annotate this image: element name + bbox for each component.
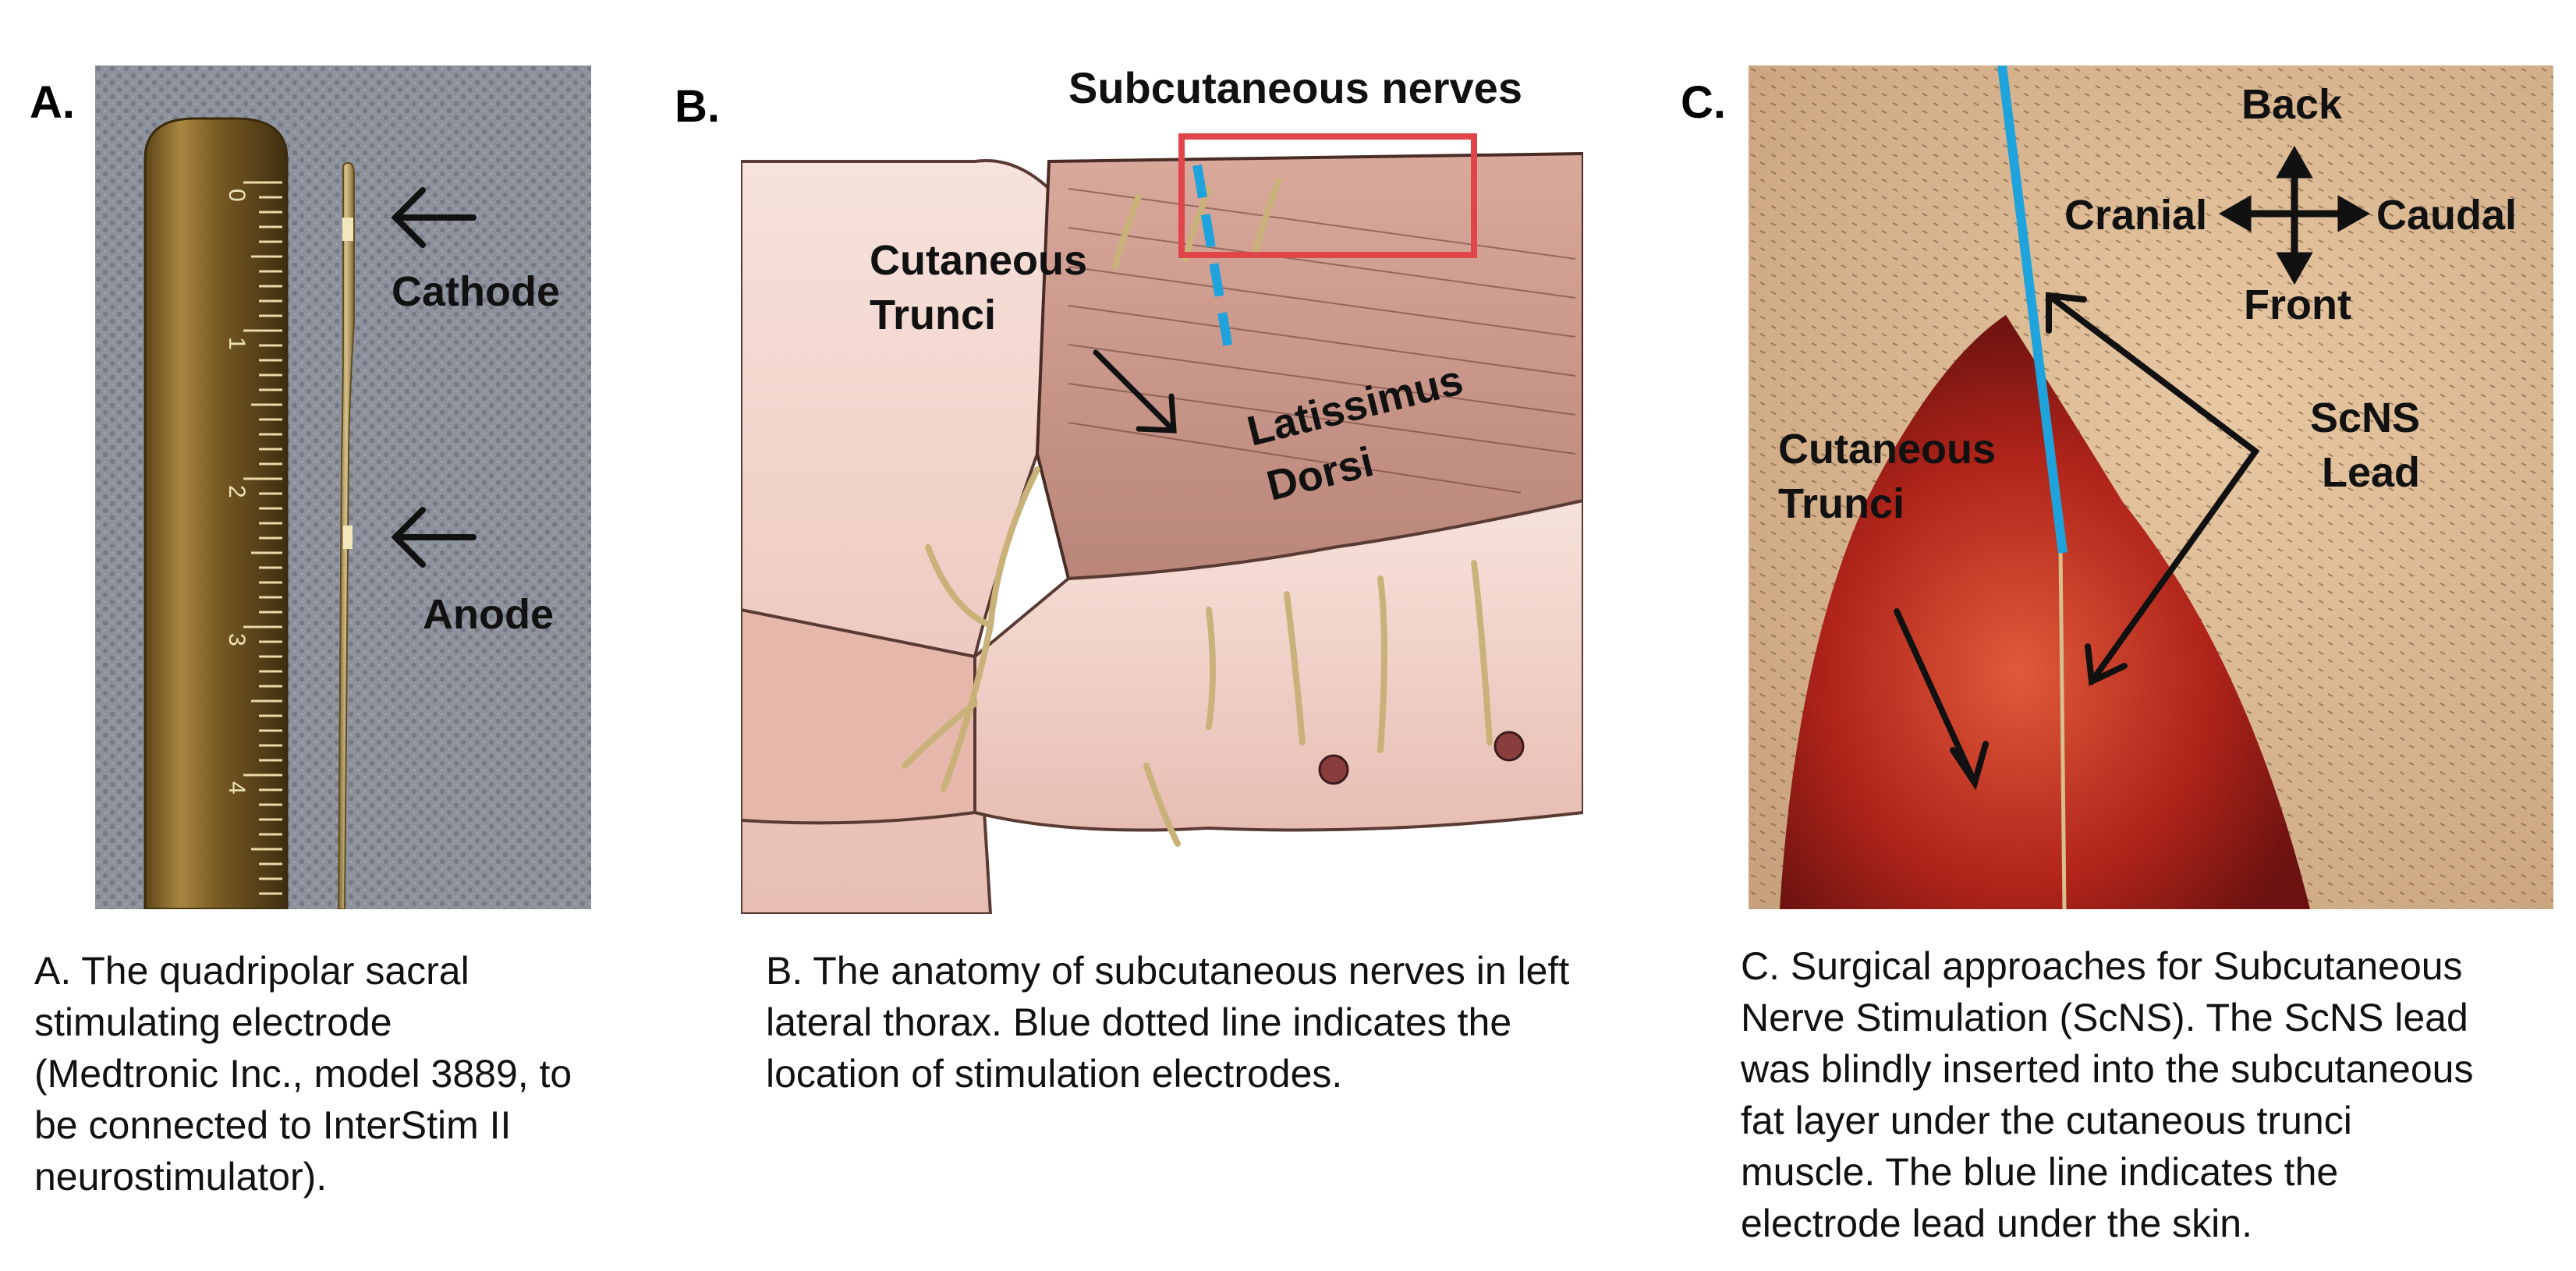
back-label: Back [2241, 81, 2343, 128]
caption-line: location of stimulation electrodes. [766, 1052, 1343, 1096]
cutaneous-trunci-label-2: Trunci [1778, 480, 1905, 527]
cutaneous-trunci-label-2: Trunci [870, 292, 996, 338]
caption-line: be connected to InterStim II [34, 1103, 512, 1147]
ruler-tick-4: 4 [224, 781, 250, 795]
subcutaneous-nerves-label: Subcutaneous nerves [1068, 64, 1522, 112]
electrode-lead-line [1997, 65, 2068, 554]
ruler [144, 117, 289, 909]
cutaneous-trunci-arrow [1894, 608, 1978, 786]
scns-lead-arrows [2046, 292, 2260, 685]
ruler-tick-2: 2 [224, 485, 250, 498]
caption-line: Nerve Stimulation (ScNS). The ScNS lead [1741, 996, 2468, 1039]
incision [1780, 315, 2310, 909]
cathode-label: Cathode [392, 268, 560, 315]
panel-c-caption: C. Surgical approaches for Subcutaneous … [1741, 940, 2567, 1249]
cutaneous-trunci-label-1: Cutaneous [870, 237, 1087, 284]
panel-b-letter: B. [675, 81, 720, 132]
panel-a-caption: A. The quadripolar sacral stimulating el… [34, 945, 658, 1202]
panel-a-letter: A. [30, 77, 75, 128]
caption-line: was blindly inserted into the subcutaneo… [1741, 1047, 2474, 1091]
lower-body [973, 498, 1583, 832]
scns-label-1: ScNS [2310, 395, 2420, 441]
panel-c-letter: C. [1681, 77, 1726, 128]
caudal-label: Caudal [2376, 192, 2517, 239]
caption-line: neurostimulator). [34, 1155, 328, 1198]
caption-line: stimulating electrode [34, 1000, 392, 1044]
caption-line: (Medtronic Inc., model 3889, to [34, 1052, 572, 1096]
cutaneous-trunci-arrow [1093, 349, 1177, 434]
front-label: Front [2244, 281, 2351, 328]
panel-b-illustration: Subcutaneous nerves Cutaneous Trunci Lat… [741, 64, 1583, 914]
scns-label-2: Lead [2322, 449, 2420, 496]
ruler-tick-1: 1 [224, 337, 250, 350]
scns-lead-wire [2058, 548, 2067, 909]
caption-line: A. The quadripolar sacral [34, 949, 469, 993]
caption-line: lateral thorax. Blue dotted line indicat… [766, 1000, 1512, 1044]
caption-line: electrode lead under the skin. [1741, 1202, 2252, 1245]
caption-line: B. The anatomy of subcutaneous nerves in… [766, 949, 1570, 993]
panel-c-photo: Back Front Cranial Caudal ScNS Lead Cuta… [1749, 65, 2553, 909]
panel-a-photo: 0 1 2 3 4 Cathode Anode [95, 65, 591, 909]
cranial-label: Cranial [2064, 192, 2207, 239]
caption-line: C. Surgical approaches for Subcutaneous [1741, 944, 2463, 988]
caption-line: fat layer under the cutaneous trunci [1741, 1099, 2352, 1142]
anode-label: Anode [423, 591, 554, 638]
ruler-tick-0: 0 [224, 189, 250, 202]
subcutaneous-nerves-highlight [1178, 133, 1477, 258]
caption-line: muscle. The blue line indicates the [1741, 1150, 2339, 1194]
ruler-tick-3: 3 [224, 633, 250, 646]
cutaneous-trunci-label-1: Cutaneous [1778, 426, 1996, 473]
panel-b-caption: B. The anatomy of subcutaneous nerves in… [766, 945, 1702, 1099]
electrode-location-line [1192, 164, 1233, 350]
